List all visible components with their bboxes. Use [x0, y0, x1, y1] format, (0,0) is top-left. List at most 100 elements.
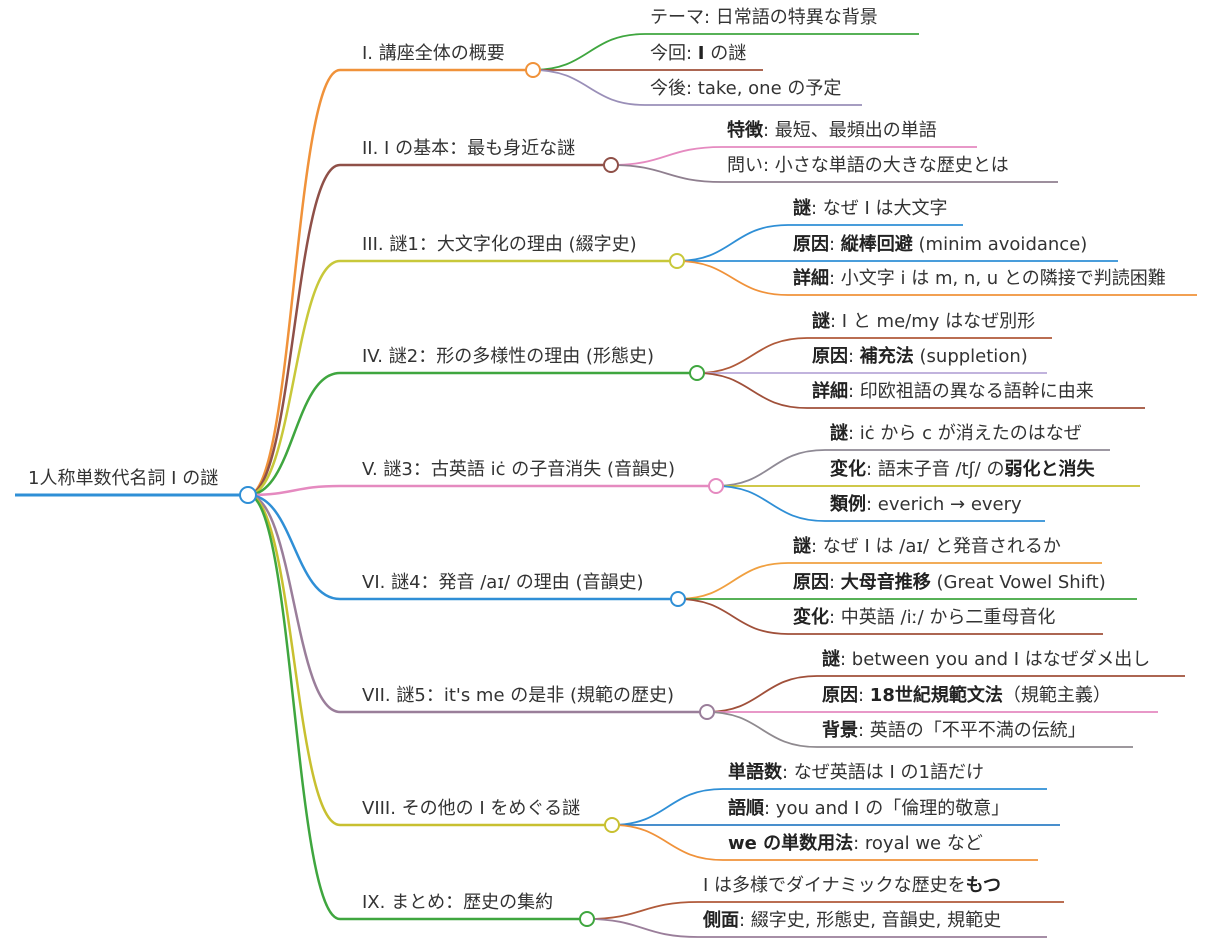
leaf-node[interactable]: 謎: iċ から c が消えたのはなぜ [830, 423, 1082, 445]
label-segment: 原因 [793, 572, 829, 593]
leaf-node[interactable]: 今回: I の謎 [650, 43, 746, 65]
branch-node-circle[interactable] [689, 365, 705, 381]
label-segment: テーマ: 日常語の特異な背景 [650, 7, 878, 28]
branch-node-label[interactable]: IV. 謎2：形の多様性の理由 (形態史) [362, 346, 654, 367]
label-segment: (Great Vowel Shift) [930, 572, 1106, 593]
label-segment: : [829, 572, 841, 593]
label-segment: (suppletion) [913, 346, 1028, 367]
branch-node-circle[interactable] [708, 478, 724, 494]
label-segment: 背景 [822, 720, 858, 741]
label-segment: : [848, 346, 860, 367]
branch-node-label[interactable]: IX. まとめ：歴史の集約 [362, 892, 554, 913]
leaf-node[interactable]: 変化: 語末子音 /tʃ/ の弱化と消失 [830, 459, 1094, 481]
label-segment: we の単数用法 [728, 833, 854, 854]
label-segment: : [829, 234, 841, 255]
child-connector [706, 711, 818, 748]
leaf-node[interactable]: 今後: take, one の予定 [650, 78, 841, 100]
leaf-node[interactable]: 原因: 縦棒回避 (minim avoidance) [793, 234, 1087, 256]
label-segment: : 中英語 /iː/ から二重母音化 [829, 607, 1056, 628]
root-node-circle[interactable] [239, 486, 257, 504]
label-segment: : 語末子音 /tʃ/ の [866, 459, 1005, 480]
leaf-node[interactable]: 謎: between you and I はなぜダメ出し [822, 649, 1150, 671]
label-segment: 縦棒回避 [840, 234, 913, 255]
branch-node-label[interactable]: III. 謎1：大文字化の理由 (綴字史) [362, 234, 637, 255]
leaf-node[interactable]: 類例: everich → every [830, 494, 1022, 516]
label-segment: 語順 [728, 798, 764, 819]
label-segment: 謎 [830, 423, 848, 444]
label-segment: : 綴字史, 形態史, 音韻史, 規範史 [739, 910, 1002, 931]
label-segment: 詳細 [793, 268, 829, 289]
label-segment: （規範主義） [1002, 685, 1111, 706]
label-segment: : なぜ I は大文字 [811, 198, 948, 219]
branch-node-circle[interactable] [699, 704, 715, 720]
label-segment: 原因 [812, 346, 848, 367]
label-segment: : 英語の「不平不満の伝統」 [858, 720, 1086, 741]
child-connector [715, 485, 826, 522]
label-segment: : royal we など [853, 833, 983, 854]
label-segment: 大母音推移 [840, 572, 931, 593]
leaf-node[interactable]: 語順: you and I の「倫理的敬意」 [728, 798, 1009, 820]
label-segment: 今回: [650, 43, 698, 64]
label-segment: : you and I の「倫理的敬意」 [764, 798, 1010, 819]
branch-node-label[interactable]: VI. 謎4：発音 /aɪ/ の理由 (音韻史) [362, 572, 644, 593]
label-segment: の謎 [704, 43, 747, 64]
root-node-label[interactable]: 1人称単数代名詞 I の謎 [28, 468, 219, 489]
branch-connector [247, 493, 341, 714]
leaf-node[interactable]: 謎: なぜ I は /aɪ/ と発音されるか [793, 536, 1061, 558]
label-segment: 謎 [793, 198, 811, 219]
leaf-node[interactable]: 背景: 英語の「不平不満の伝統」 [822, 720, 1086, 742]
child-connector [676, 224, 789, 262]
leaf-node[interactable]: 問い: 小さな単語の大きな歴史とは [727, 155, 1009, 177]
branch-connector [247, 484, 341, 497]
child-connector [610, 146, 723, 166]
label-segment: 弱化と消失 [1004, 459, 1095, 480]
leaf-node[interactable]: 原因: 18世紀規範文法（規範主義） [822, 685, 1111, 707]
label-segment: : 最短、最頻出の単語 [763, 120, 937, 141]
branch-node-label[interactable]: V. 謎3：古英語 iċ の子音消失 (音韻史) [362, 459, 675, 480]
label-segment: : なぜ英語は I の1語だけ [782, 762, 984, 783]
leaf-node[interactable]: I は多様でダイナミックな歴史をもつ [703, 875, 1001, 897]
label-segment: もつ [965, 875, 1001, 896]
branch-connector [247, 163, 341, 497]
child-connector [610, 164, 723, 183]
label-segment: 18世紀規範文法 [869, 685, 1003, 706]
branch-node-circle[interactable] [603, 157, 619, 173]
child-connector [532, 33, 646, 71]
leaf-node[interactable]: 側面: 綴字史, 形態史, 音韻史, 規範史 [703, 910, 1001, 932]
leaf-node[interactable]: 原因: 補充法 (suppletion) [812, 346, 1028, 368]
leaf-node[interactable]: 謎: なぜ I は大文字 [793, 198, 948, 220]
label-segment: : なぜ I は /aɪ/ と発音されるか [811, 536, 1061, 557]
label-segment: 単語数 [728, 762, 782, 783]
leaf-node[interactable]: 変化: 中英語 /iː/ から二重母音化 [793, 607, 1055, 629]
label-segment: 原因 [822, 685, 858, 706]
child-connector [715, 449, 826, 487]
label-segment: 問い: 小さな単語の大きな歴史とは [727, 155, 1009, 176]
label-segment: 謎 [812, 311, 830, 332]
child-connector [677, 598, 789, 635]
branch-node-circle[interactable] [525, 62, 541, 78]
leaf-node[interactable]: we の単数用法: royal we など [728, 833, 983, 855]
label-segment: I は多様でダイナミックな歴史を [703, 875, 966, 896]
leaf-node[interactable]: 謎: I と me/my はなぜ別形 [812, 311, 1035, 333]
branch-node-circle[interactable] [604, 817, 620, 833]
branch-node-label[interactable]: VIII. その他の I をめぐる謎 [362, 798, 581, 819]
branch-node-circle[interactable] [669, 253, 685, 269]
branch-node-label[interactable]: II. I の基本：最も身近な謎 [362, 138, 576, 159]
branch-node-circle[interactable] [670, 591, 686, 607]
leaf-node[interactable]: 単語数: なぜ英語は I の1語だけ [728, 762, 984, 784]
branch-node-circle[interactable] [579, 911, 595, 927]
leaf-node[interactable]: テーマ: 日常語の特異な背景 [650, 7, 878, 29]
leaf-node[interactable]: 詳細: 小文字 i は m, n, u との隣接で判読困難 [793, 268, 1166, 290]
leaf-node[interactable]: 原因: 大母音推移 (Great Vowel Shift) [793, 572, 1106, 594]
label-segment: : 小文字 i は m, n, u との隣接で判読困難 [829, 268, 1166, 289]
label-segment: 補充法 [859, 346, 914, 367]
branch-node-label[interactable]: I. 講座全体の概要 [362, 43, 505, 64]
branch-node-label[interactable]: VII. 謎5：it's me の是非 (規範の歴史) [362, 685, 675, 706]
label-segment: (minim avoidance) [912, 234, 1088, 255]
label-segment: 謎 [822, 649, 840, 670]
label-segment: 類例 [830, 494, 866, 515]
child-connector [696, 337, 808, 374]
leaf-node[interactable]: 特徴: 最短、最頻出の単語 [727, 120, 937, 142]
leaf-node[interactable]: 詳細: 印欧祖語の異なる語幹に由来 [812, 381, 1094, 403]
